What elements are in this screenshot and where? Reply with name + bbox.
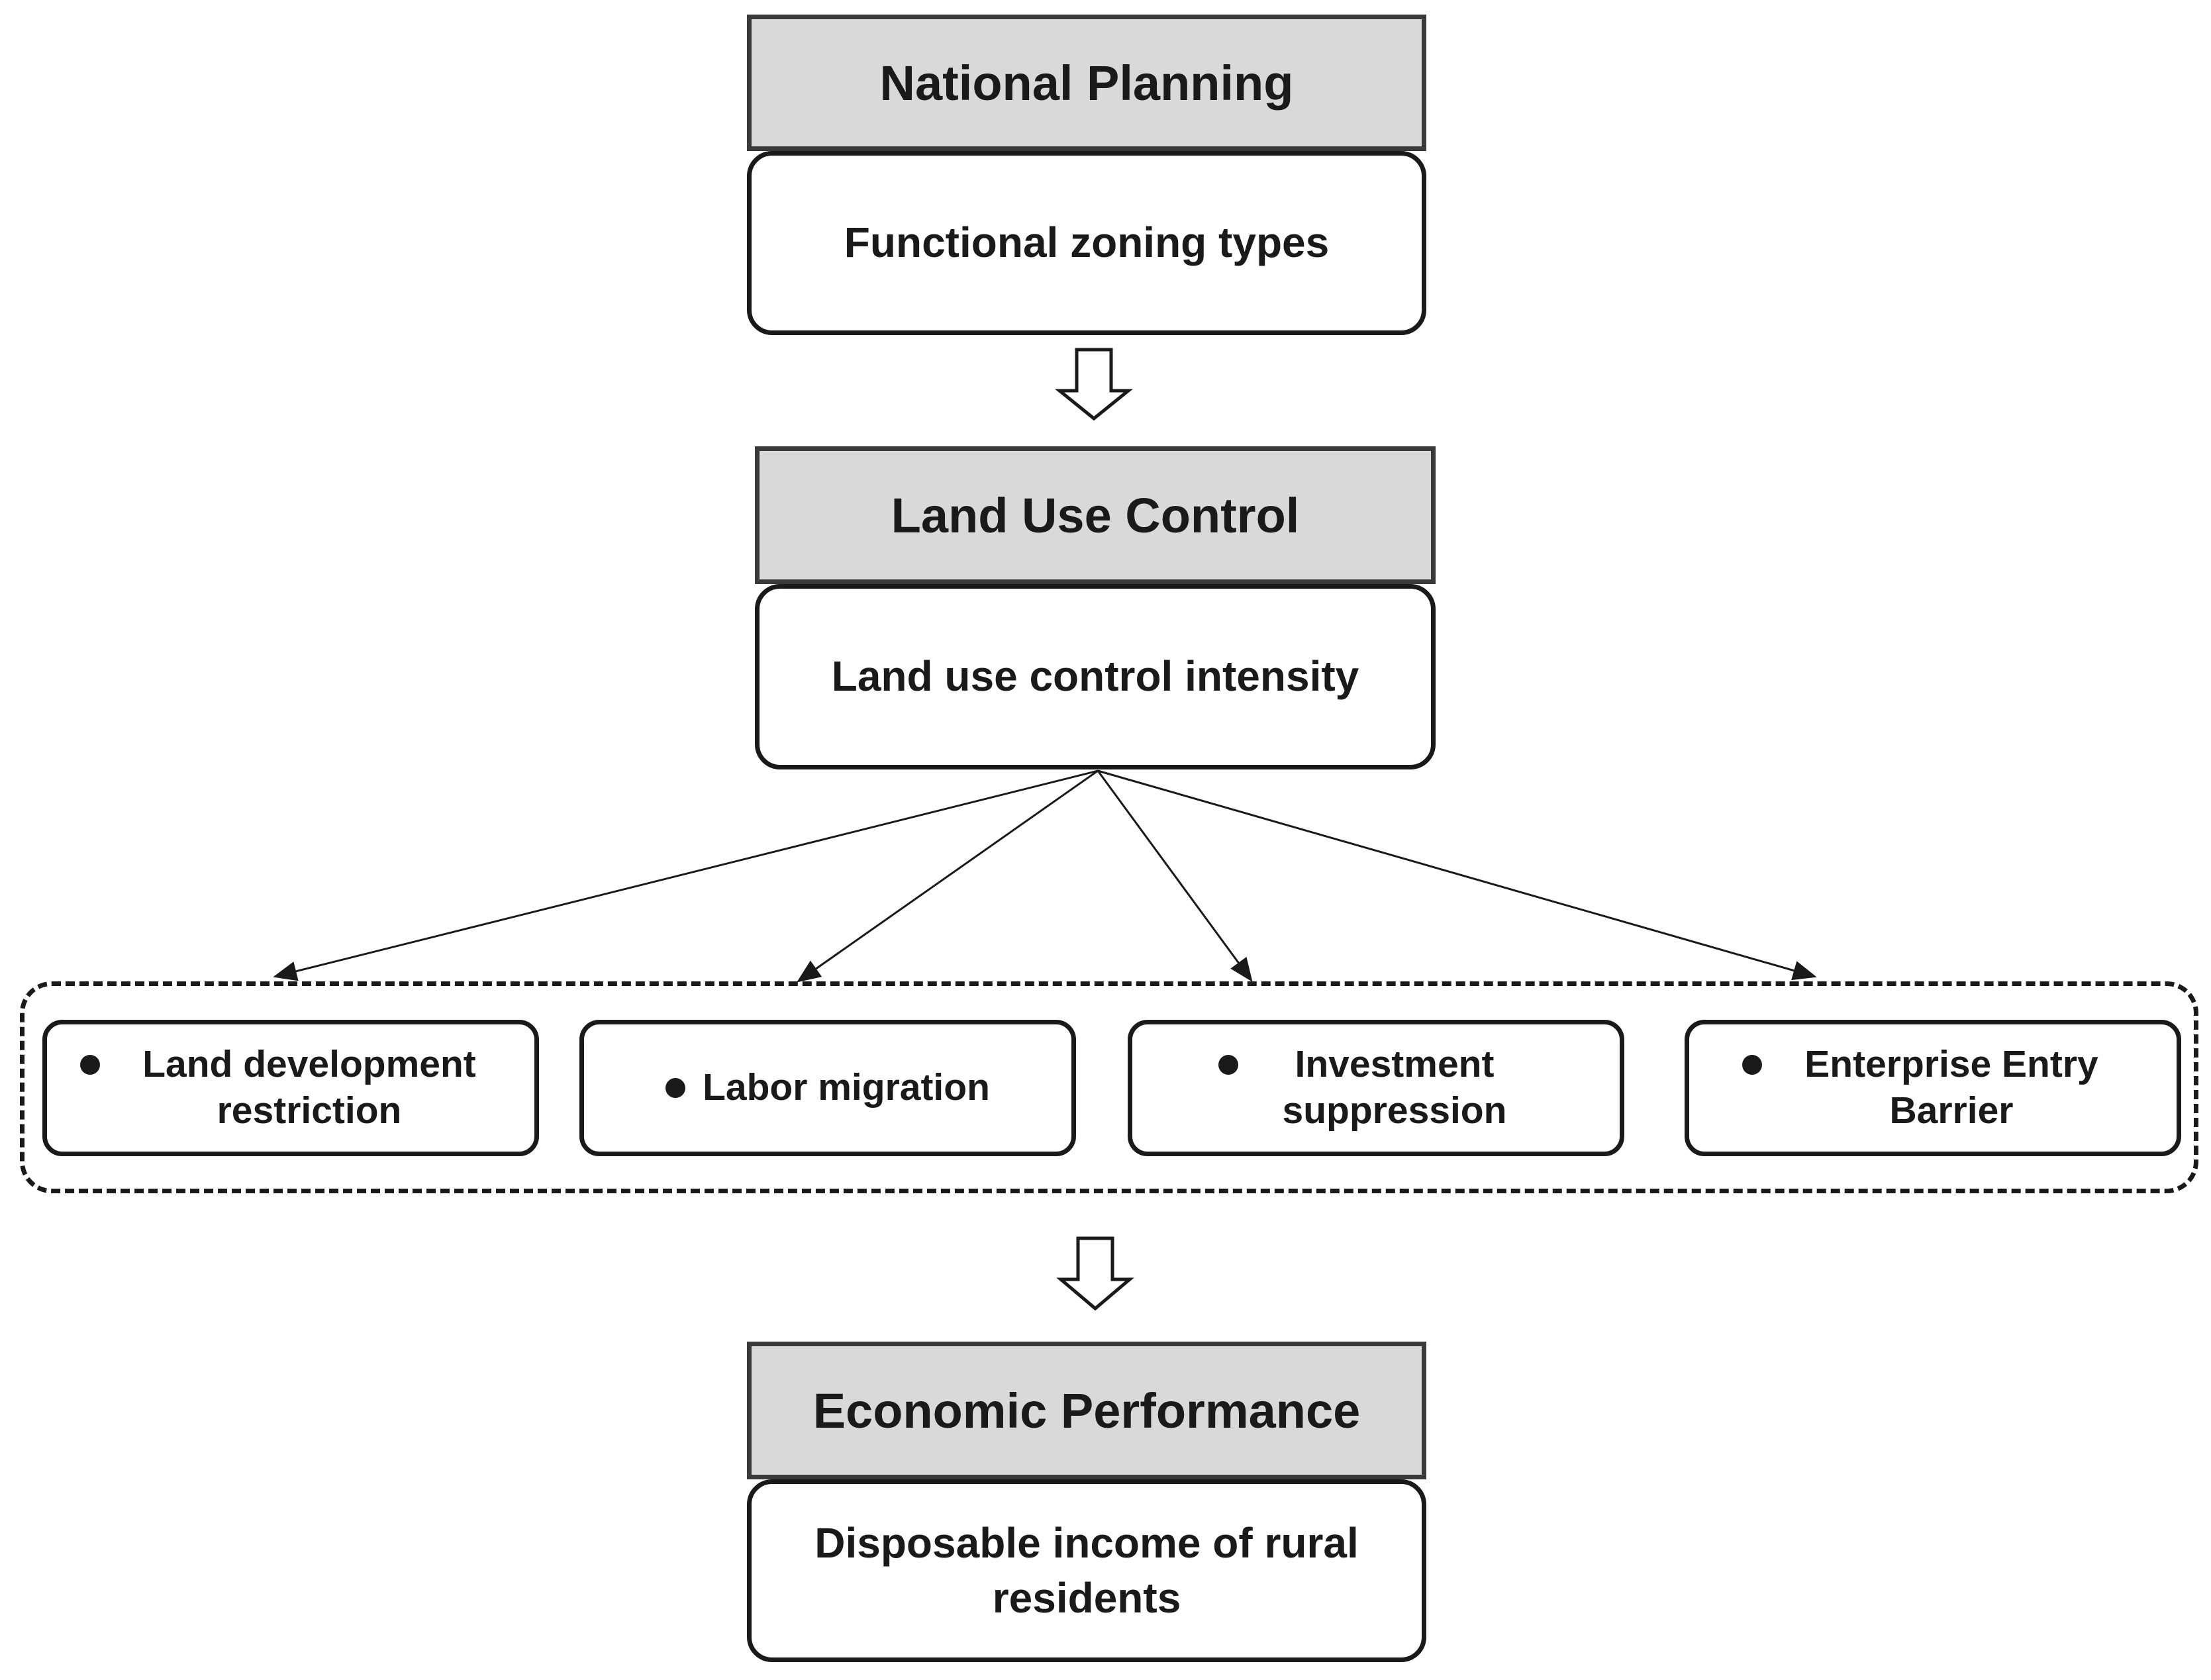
down-arrow-icon: [1054, 348, 1134, 421]
mechanism-label: Labor migration: [703, 1066, 990, 1109]
land-use-control-header: Land Use Control: [755, 446, 1436, 584]
connector-arrow: [797, 769, 1099, 983]
land-use-control-title: Land Use Control: [891, 487, 1300, 543]
mechanism-enterprise-entry-barrier: Enterprise Entry Barrier: [1685, 1020, 2181, 1156]
national-planning-header: National Planning: [747, 15, 1426, 151]
down-arrow-icon: [1056, 1236, 1134, 1311]
economic-performance-header: Economic Performance: [747, 1342, 1426, 1479]
land-use-intensity-box: Land use control intensity: [755, 584, 1436, 769]
national-planning-title: National Planning: [879, 55, 1294, 111]
bullet-icon: [1742, 1055, 1762, 1075]
land-use-intensity-label: Land use control intensity: [831, 652, 1359, 701]
bullet-icon: [1218, 1055, 1238, 1075]
disposable-income-box: Disposable income of rural residents: [747, 1479, 1426, 1662]
functional-zoning-box: Functional zoning types: [747, 151, 1426, 335]
connector-arrow: [1097, 770, 1253, 982]
functional-zoning-label: Functional zoning types: [844, 219, 1330, 267]
disposable-income-label: Disposable income of rural residents: [814, 1518, 1359, 1622]
bullet-icon: [80, 1055, 100, 1075]
mechanism-label: Land development restriction: [142, 1043, 476, 1132]
mechanism-labor-migration: Labor migration: [579, 1020, 1076, 1156]
connector-arrow: [273, 769, 1099, 981]
mechanism-group: [20, 981, 2198, 1193]
bullet-icon: [665, 1078, 686, 1099]
mechanism-investment-suppression: Investment suppression: [1128, 1020, 1624, 1156]
mechanism-label: Investment suppression: [1282, 1043, 1507, 1132]
mechanism-land-development-restriction: Land development restriction: [42, 1020, 539, 1156]
economic-performance-title: Economic Performance: [812, 1383, 1361, 1438]
mechanism-label: Enterprise Entry Barrier: [1804, 1043, 2098, 1132]
connector-arrow: [1097, 769, 1817, 981]
